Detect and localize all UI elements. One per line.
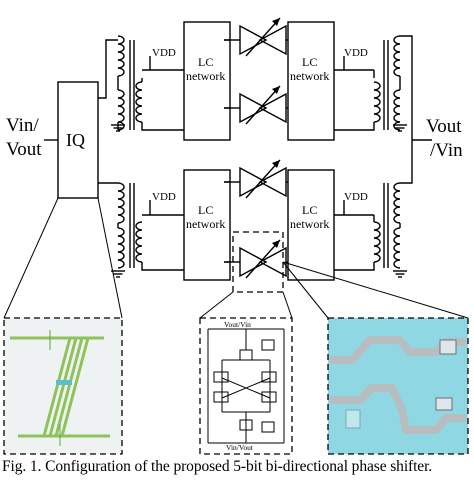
top-left-transformer xyxy=(110,35,143,132)
vdd-label-bottom-left: VDD xyxy=(152,191,176,203)
lc-network-bottom-right xyxy=(287,169,335,281)
lc-label-tr-2: network xyxy=(290,69,329,83)
iq-block-label: IQ xyxy=(66,130,85,150)
input-label-line2: Vout xyxy=(6,139,42,160)
output-label-line2: /Vin xyxy=(430,140,463,161)
layout-inset-transformer xyxy=(3,317,123,455)
lc-network-top-right xyxy=(287,21,335,141)
iq-block xyxy=(57,81,99,199)
figure-caption: Fig. 1. Configuration of the proposed 5-… xyxy=(2,458,433,475)
input-label-line1: Vin/ xyxy=(6,115,39,136)
lc-label-tl-1: LC xyxy=(198,55,213,69)
vdd-label-top-left: VDD xyxy=(152,47,176,59)
top-right-transformer xyxy=(373,35,408,132)
vdd-label-bottom-right: VDD xyxy=(344,191,368,203)
output-label-line1: Vout xyxy=(426,116,462,137)
vdd-label-top-right: VDD xyxy=(344,47,368,59)
lc-network-top-left xyxy=(183,21,231,141)
lc-label-br-1: LC xyxy=(302,203,317,217)
schematic-inset-phase-element: Vout/Vin Vin/Vout xyxy=(199,317,293,455)
lc-label-br-2: network xyxy=(290,217,329,231)
lc-label-bl-2: network xyxy=(186,217,225,231)
zoom-top-label: Vout/Vin xyxy=(224,320,251,329)
bottom-left-transformer xyxy=(110,182,143,278)
lc-network-bottom-left xyxy=(183,169,231,281)
layout-inset-phase-element xyxy=(327,317,469,455)
bottom-right-transformer xyxy=(373,182,408,278)
lc-label-tl-2: network xyxy=(186,69,225,83)
zoom-bottom-label: Vin/Vout xyxy=(226,443,254,452)
lc-label-tr-1: LC xyxy=(302,55,317,69)
lc-label-bl-1: LC xyxy=(198,203,213,217)
